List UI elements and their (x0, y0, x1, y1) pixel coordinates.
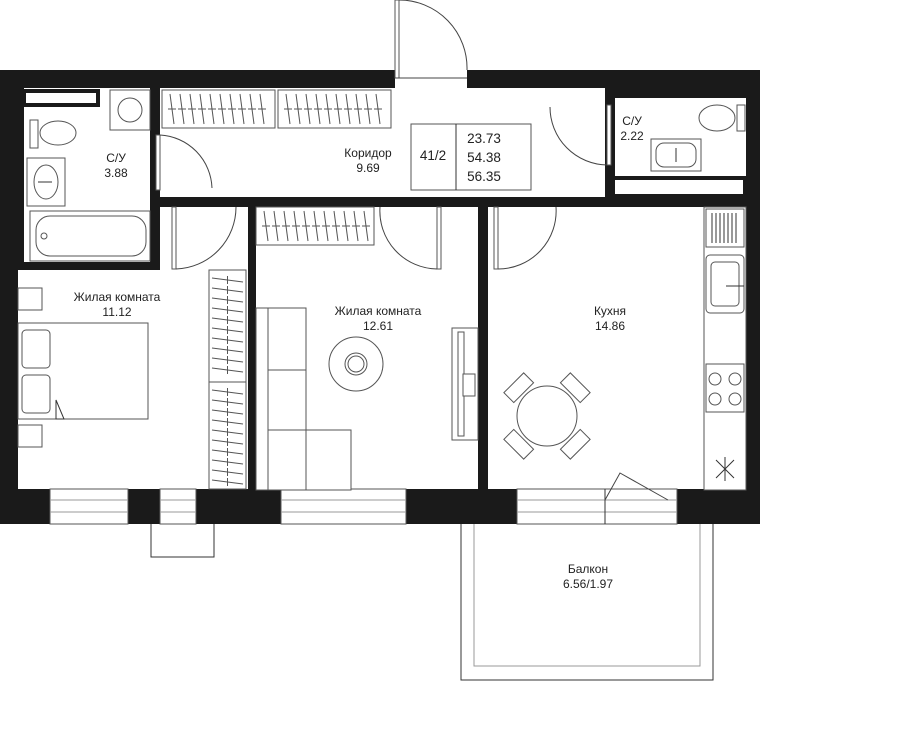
kitchen-furniture (503, 206, 747, 491)
right-bath-fixtures (650, 104, 746, 172)
balcony-area: 6.56/1.97 (563, 577, 613, 591)
entrance-step (150, 522, 215, 558)
bedroom-name: Жилая комната (74, 290, 161, 304)
corridor-name: Коридор (344, 146, 392, 160)
room-labels: С/У 3.88 Коридор 9.69 С/У 2.22 Жилая ком… (74, 114, 644, 591)
wardrobe-hangers (168, 93, 382, 486)
living-name: Жилая комната (335, 304, 422, 318)
area-living: 23.73 (467, 131, 501, 146)
bath-left-area: 3.88 (104, 166, 128, 180)
living-area: 12.61 (363, 319, 393, 333)
corridor-area: 9.69 (356, 161, 380, 175)
area-total: 54.38 (467, 150, 501, 165)
balcony-name: Балкон (568, 562, 608, 576)
balcony (460, 522, 714, 681)
apartment-info-box: 41/2 23.73 54.38 56.35 (410, 123, 532, 191)
area-with-balcony: 56.35 (467, 169, 501, 184)
doors (155, 0, 612, 270)
apartment-number: 41/2 (420, 148, 446, 163)
bath-right-area: 2.22 (620, 129, 644, 143)
kitchen-area: 14.86 (595, 319, 625, 333)
bath-right-name: С/У (622, 114, 642, 128)
bedroom-furniture (17, 287, 149, 448)
outer-walls (0, 70, 760, 524)
left-bath-fixtures (26, 89, 151, 262)
bedroom-area: 11.12 (102, 305, 131, 319)
bath-left-name: С/У (106, 151, 126, 165)
living-furniture (255, 307, 479, 491)
windows (49, 472, 678, 525)
kitchen-name: Кухня (594, 304, 626, 318)
